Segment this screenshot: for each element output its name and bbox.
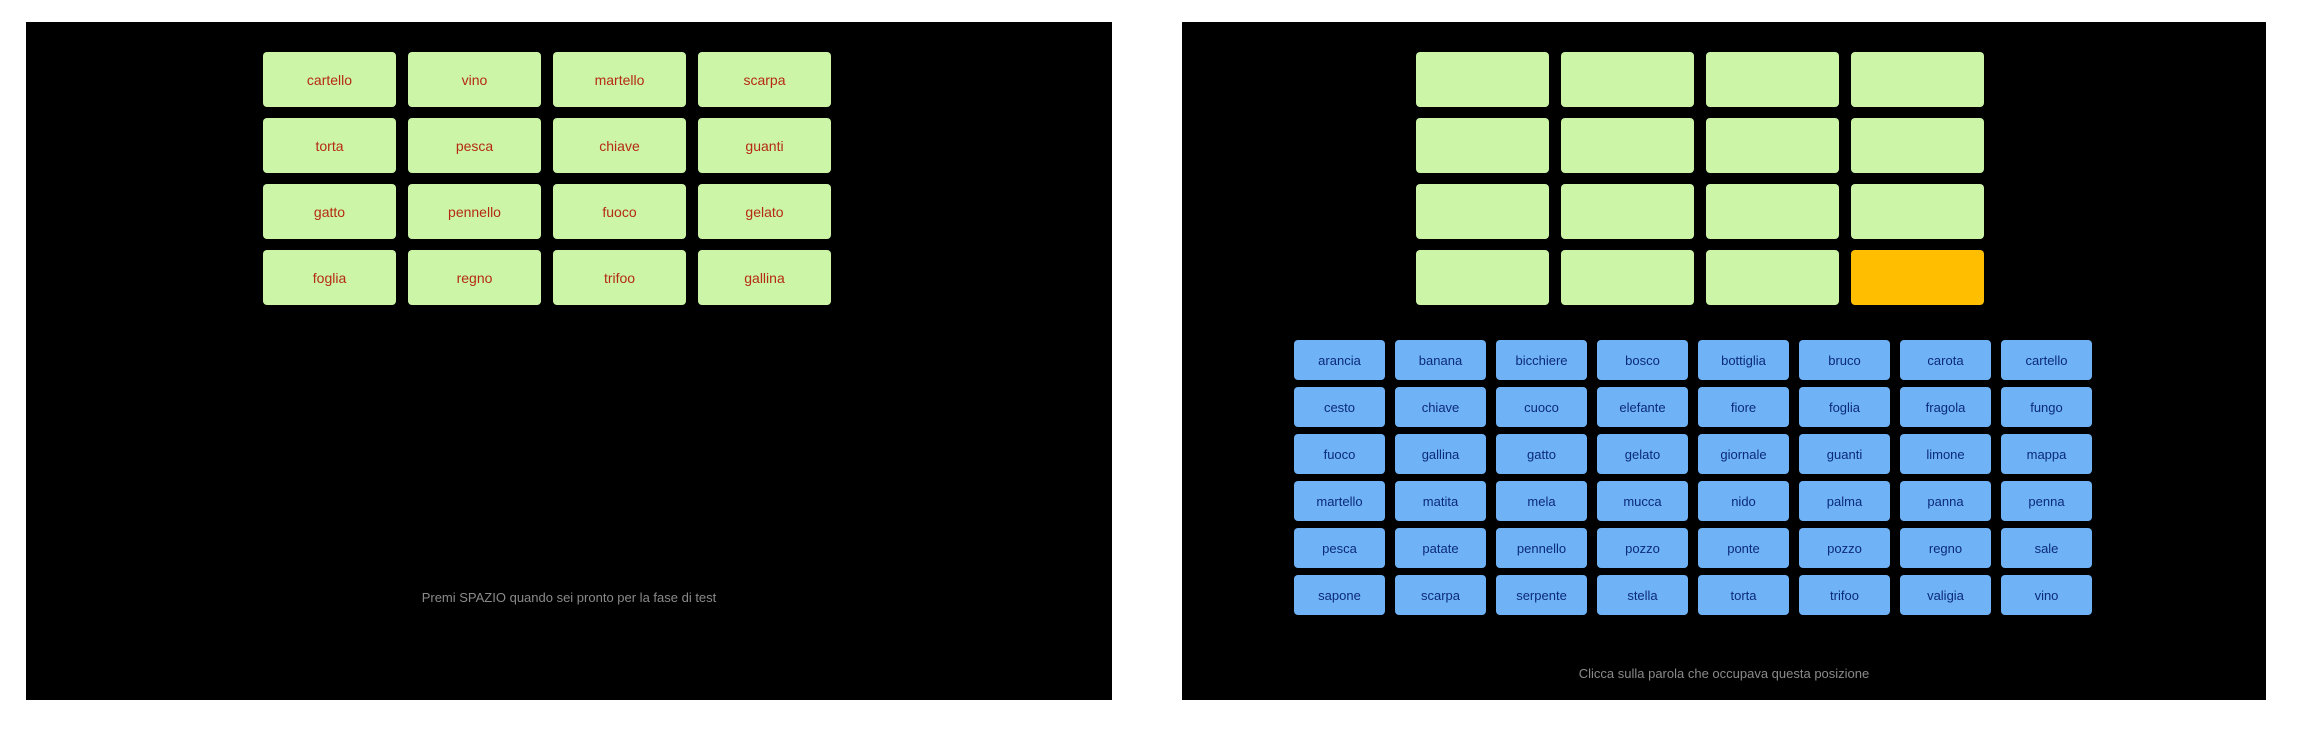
word-option-button[interactable]: foglia <box>1799 387 1890 427</box>
study-word-card: vino <box>408 52 541 107</box>
recall-slot <box>1706 184 1839 239</box>
study-word-card: pesca <box>408 118 541 173</box>
study-word-card: gatto <box>263 184 396 239</box>
study-word-card: fuoco <box>553 184 686 239</box>
study-word-card: regno <box>408 250 541 305</box>
word-option-button[interactable]: giornale <box>1698 434 1789 474</box>
word-option-button[interactable]: gatto <box>1496 434 1587 474</box>
word-option-button[interactable]: cartello <box>2001 340 2092 380</box>
recall-slot <box>1416 52 1549 107</box>
recall-slot <box>1416 118 1549 173</box>
word-option-button[interactable]: banana <box>1395 340 1486 380</box>
study-word-card: trifoo <box>553 250 686 305</box>
word-option-button[interactable]: pennello <box>1496 528 1587 568</box>
word-option-button[interactable]: arancia <box>1294 340 1385 380</box>
word-option-button[interactable]: pozzo <box>1799 528 1890 568</box>
word-option-button[interactable]: martello <box>1294 481 1385 521</box>
word-option-button[interactable]: panna <box>1900 481 1991 521</box>
recall-slot <box>1416 184 1549 239</box>
word-option-button[interactable]: mappa <box>2001 434 2092 474</box>
word-option-button[interactable]: matita <box>1395 481 1486 521</box>
study-instruction: Premi SPAZIO quando sei pronto per la fa… <box>421 590 717 605</box>
word-option-button[interactable]: pozzo <box>1597 528 1688 568</box>
word-option-button[interactable]: regno <box>1900 528 1991 568</box>
word-option-button[interactable]: vino <box>2001 575 2092 615</box>
recall-slot <box>1706 118 1839 173</box>
word-option-button[interactable]: fungo <box>2001 387 2092 427</box>
word-option-button[interactable]: sale <box>2001 528 2092 568</box>
word-option-button[interactable]: palma <box>1799 481 1890 521</box>
recall-slot <box>1561 52 1694 107</box>
word-option-button[interactable]: carota <box>1900 340 1991 380</box>
recall-slot <box>1851 118 1984 173</box>
study-word-card: pennello <box>408 184 541 239</box>
word-option-button[interactable]: ponte <box>1698 528 1789 568</box>
study-word-card: torta <box>263 118 396 173</box>
word-option-button[interactable]: nido <box>1698 481 1789 521</box>
recall-slot-active <box>1851 250 1984 305</box>
word-option-button[interactable]: sapone <box>1294 575 1385 615</box>
word-option-button[interactable]: pesca <box>1294 528 1385 568</box>
word-option-button[interactable]: bicchiere <box>1496 340 1587 380</box>
word-option-button[interactable]: cesto <box>1294 387 1385 427</box>
word-option-button[interactable]: bruco <box>1799 340 1890 380</box>
recall-slot <box>1706 250 1839 305</box>
study-word-card: foglia <box>263 250 396 305</box>
word-option-button[interactable]: penna <box>2001 481 2092 521</box>
recall-slot <box>1416 250 1549 305</box>
study-word-card: scarpa <box>698 52 831 107</box>
recall-slot <box>1561 118 1694 173</box>
recall-slot <box>1561 250 1694 305</box>
word-option-button[interactable]: chiave <box>1395 387 1486 427</box>
recall-instruction: Clicca sulla parola che occupava questa … <box>1578 666 1870 681</box>
word-option-button[interactable]: bosco <box>1597 340 1688 380</box>
word-option-button[interactable]: guanti <box>1799 434 1890 474</box>
word-option-button[interactable]: cuoco <box>1496 387 1587 427</box>
study-word-card: gallina <box>698 250 831 305</box>
word-option-button[interactable]: torta <box>1698 575 1789 615</box>
word-option-button[interactable]: bottiglia <box>1698 340 1789 380</box>
recall-slot <box>1706 52 1839 107</box>
word-option-button[interactable]: fuoco <box>1294 434 1385 474</box>
study-word-card: cartello <box>263 52 396 107</box>
study-word-card: gelato <box>698 184 831 239</box>
recall-slot-grid <box>1416 52 1984 305</box>
word-option-button[interactable]: gelato <box>1597 434 1688 474</box>
word-option-button[interactable]: limone <box>1900 434 1991 474</box>
word-option-button[interactable]: fiore <box>1698 387 1789 427</box>
word-option-button[interactable]: scarpa <box>1395 575 1486 615</box>
word-option-button[interactable]: mela <box>1496 481 1587 521</box>
study-word-card: chiave <box>553 118 686 173</box>
recall-slot <box>1851 52 1984 107</box>
recall-slot <box>1851 184 1984 239</box>
recall-slot <box>1561 184 1694 239</box>
word-option-button[interactable]: gallina <box>1395 434 1486 474</box>
word-option-button[interactable]: stella <box>1597 575 1688 615</box>
word-option-button[interactable]: mucca <box>1597 481 1688 521</box>
study-word-card: martello <box>553 52 686 107</box>
study-word-card: guanti <box>698 118 831 173</box>
word-option-button[interactable]: serpente <box>1496 575 1587 615</box>
word-option-button[interactable]: patate <box>1395 528 1486 568</box>
word-option-button[interactable]: valigia <box>1900 575 1991 615</box>
word-option-button[interactable]: trifoo <box>1799 575 1890 615</box>
word-option-button[interactable]: elefante <box>1597 387 1688 427</box>
word-option-button[interactable]: fragola <box>1900 387 1991 427</box>
